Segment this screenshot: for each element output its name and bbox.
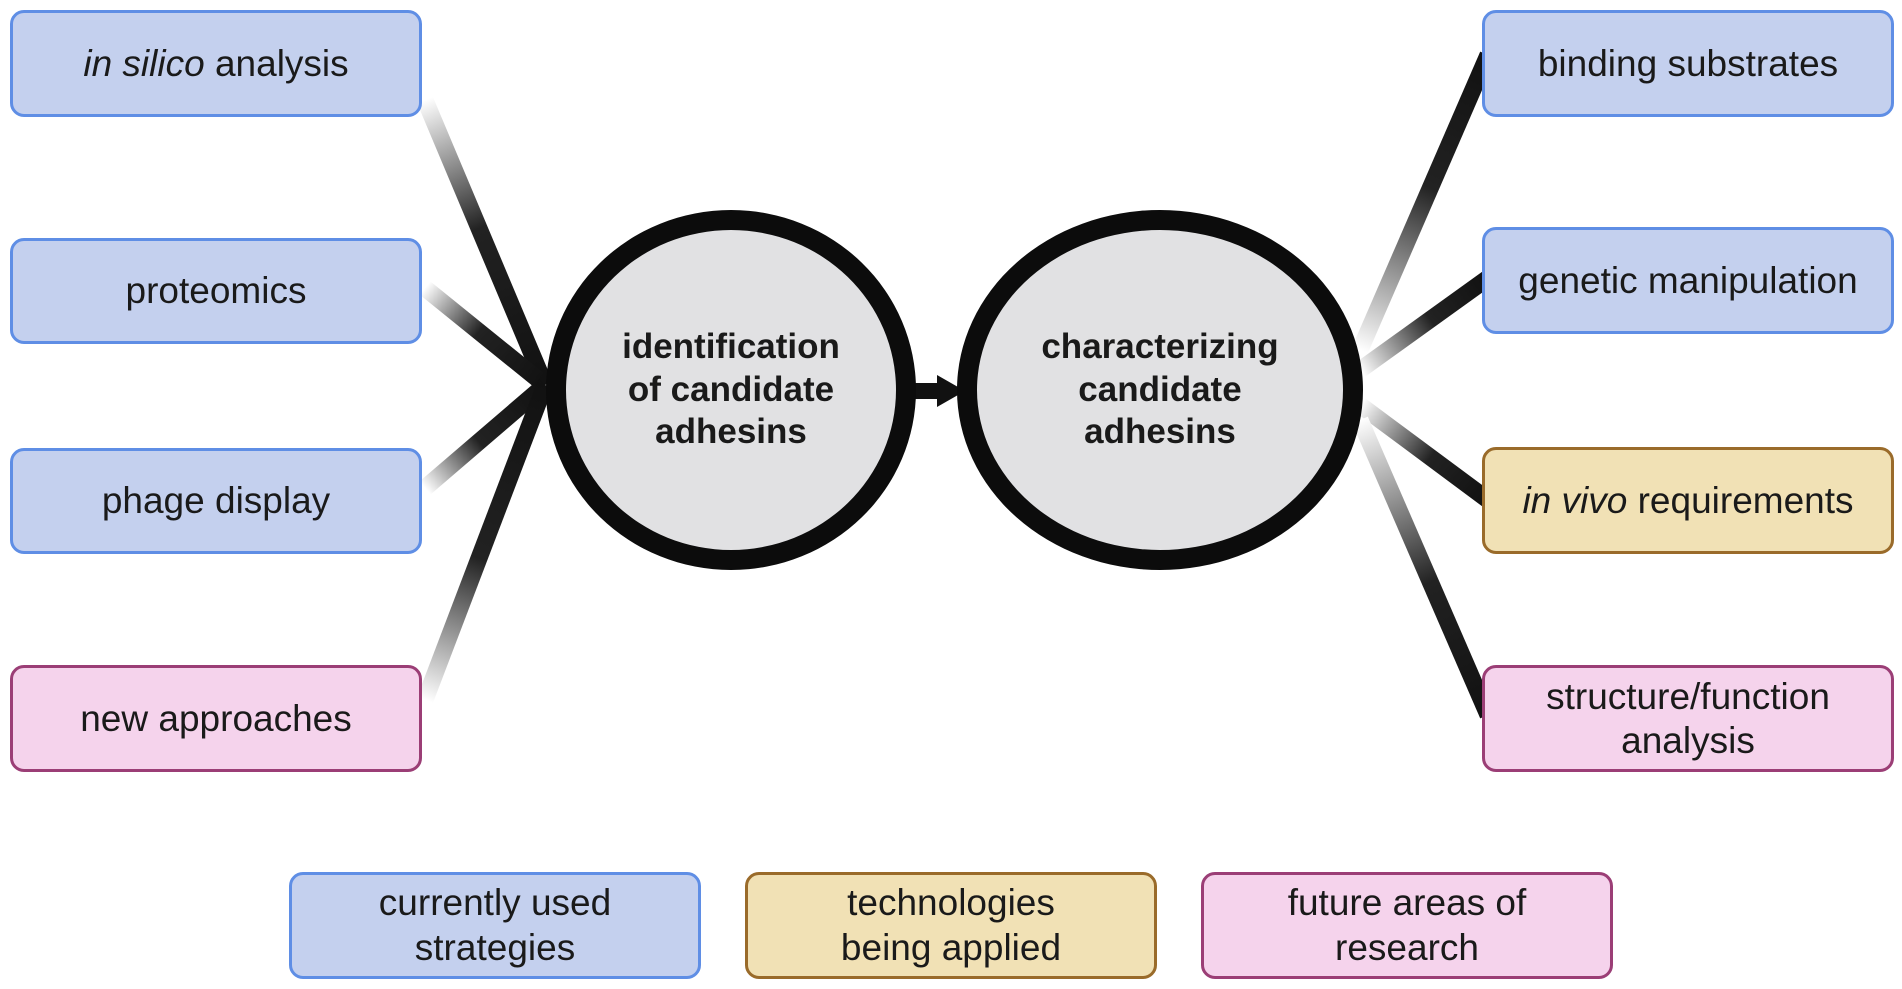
box-binding-substrates: binding substrates	[1482, 10, 1894, 117]
node-identification-line-3: adhesins	[655, 412, 807, 452]
node-characterizing-line-2: candidate	[1078, 369, 1242, 409]
box-phage-display: phage display	[10, 448, 422, 554]
legend-currently-used: currently used strategies	[289, 872, 701, 979]
node-identification-line-1: identification	[622, 326, 840, 366]
connector-left-1	[417, 96, 553, 389]
box-new-approaches-text: new approaches	[80, 697, 352, 739]
box-in-vivo-italic: in vivo	[1522, 479, 1628, 521]
connector-left-4	[417, 381, 553, 704]
connector-left-3	[419, 378, 551, 495]
legend-currently-used-text: currently used strategies	[378, 882, 612, 968]
node-identification: identification of candidate adhesins	[546, 210, 916, 570]
box-in-vivo-requirements: in vivo requirements	[1482, 447, 1894, 554]
connector-left-2	[419, 281, 551, 392]
legend-technologies: technologies being applied	[745, 872, 1157, 979]
node-identification-line-2: of candidate	[627, 369, 835, 409]
box-in-silico-italic: in silico	[83, 42, 205, 84]
box-structure-function: structure/function analysis	[1482, 665, 1894, 772]
node-characterizing-line-3: adhesins	[1084, 412, 1236, 452]
legend-future-areas-text: future areas of research	[1287, 882, 1527, 968]
box-proteomics: proteomics	[10, 238, 422, 344]
box-genetic-manipulation: genetic manipulation	[1482, 227, 1894, 334]
arrow-head	[937, 375, 965, 407]
box-in-silico-analysis: in silico analysis	[10, 10, 422, 117]
connector-right-2	[1355, 271, 1493, 377]
connector-right-1	[1352, 51, 1496, 354]
node-characterizing: characterizing candidate adhesins	[957, 210, 1363, 570]
box-binding-substrates-text: binding substrates	[1537, 42, 1839, 84]
box-genetic-manipulation-text: genetic manipulation	[1518, 259, 1858, 301]
box-in-vivo-text: requirements	[1627, 479, 1854, 521]
connector-right-3	[1354, 398, 1494, 507]
legend-technologies-text: technologies being applied	[840, 882, 1062, 968]
box-phage-display-text: phage display	[101, 480, 331, 522]
box-structure-function-text: structure/function analysis	[1546, 675, 1830, 761]
node-characterizing-line-1: characterizing	[1041, 326, 1279, 366]
box-proteomics-text: proteomics	[125, 270, 307, 312]
box-new-approaches: new approaches	[10, 665, 422, 772]
connector-right-4	[1352, 416, 1496, 719]
box-in-silico-text: analysis	[204, 42, 349, 84]
legend-future-areas: future areas of research	[1201, 872, 1613, 979]
